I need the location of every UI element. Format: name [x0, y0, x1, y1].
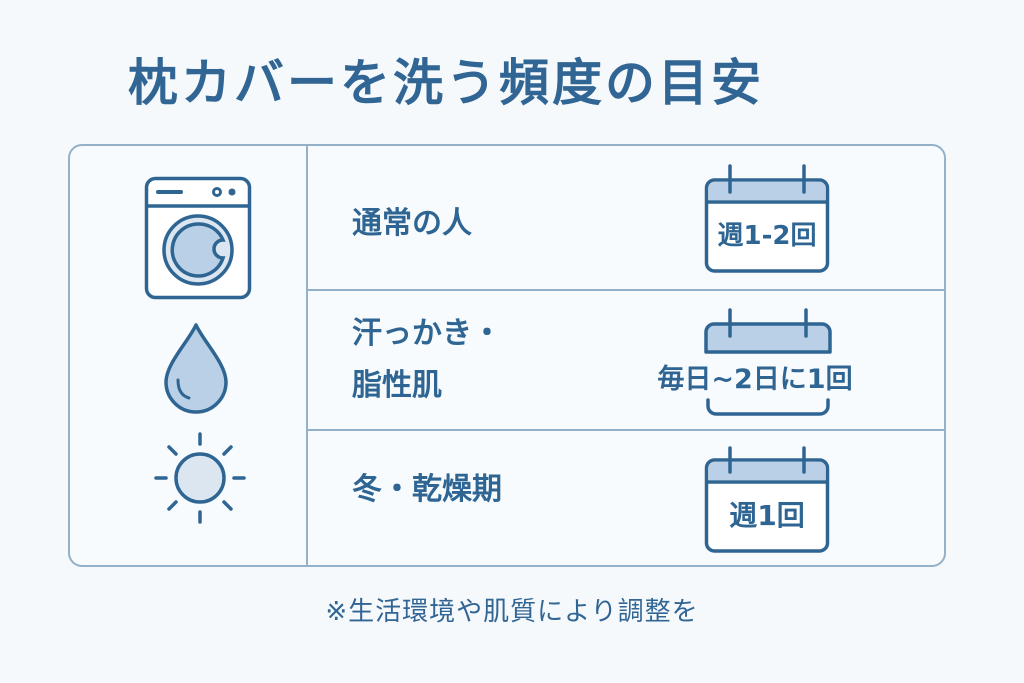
frequency-table: 通常の人 週1-2回 汗っかき・ 脂性肌 毎日~2日に1回 冬・乾燥期: [68, 144, 946, 567]
page-title: 枕カバーを洗う頻度の目安: [128, 54, 764, 112]
footnote: ※生活環境や肌質により調整を: [325, 597, 699, 627]
column-divider: [306, 146, 308, 565]
row-label-sweaty-line1: 汗っかき・: [352, 316, 502, 351]
frequency-text: 週1-2回: [717, 221, 817, 251]
row-label-normal: 通常の人: [352, 206, 472, 241]
frequency-text: 週1回: [729, 499, 805, 532]
row-divider: [308, 289, 944, 291]
calendar-icon: 週1-2回: [704, 164, 830, 274]
sun-icon: [152, 430, 248, 526]
calendar-icon: 週1回: [704, 446, 830, 554]
row-label-winter: 冬・乾燥期: [352, 472, 502, 507]
water-drop-icon: [162, 322, 230, 414]
row-divider: [308, 429, 944, 431]
washing-machine-icon: [144, 176, 252, 300]
frequency-text: 毎日~2日に1回: [657, 364, 853, 395]
row-label-sweaty-line2: 脂性肌: [352, 368, 442, 403]
calendar-icon: 毎日~2日に1回: [644, 308, 866, 416]
